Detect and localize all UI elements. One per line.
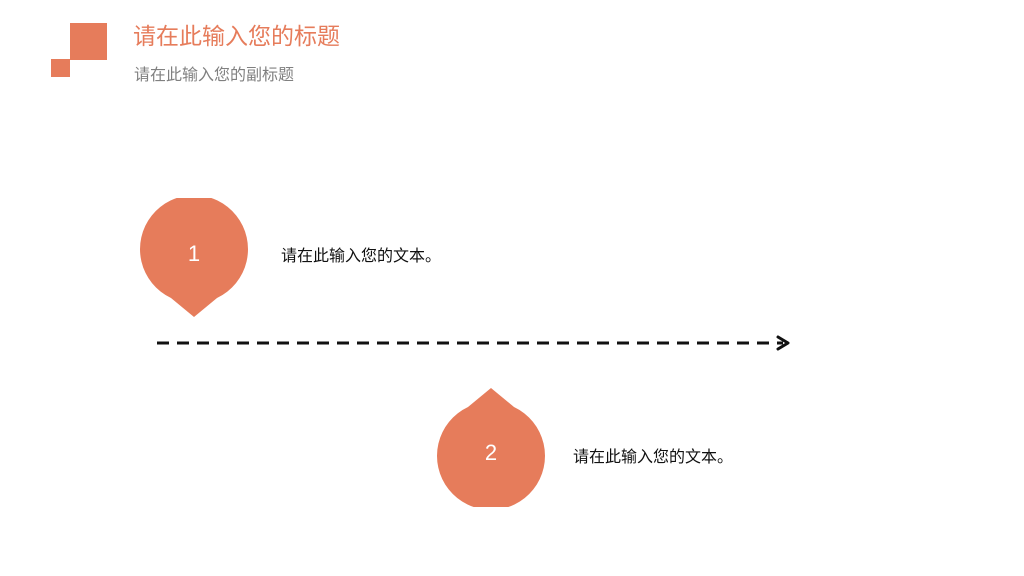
slide-subtitle[interactable]: 请在此输入您的副标题 <box>134 65 295 84</box>
step-1-text[interactable]: 请在此输入您的文本。 <box>281 246 442 265</box>
logo-square-large <box>70 23 107 60</box>
slide-title[interactable]: 请在此输入您的标题 <box>133 24 340 50</box>
step-1-drop-shape <box>140 198 248 317</box>
timeline-arrow <box>157 335 790 351</box>
step-2-number: 2 <box>484 440 498 465</box>
step-2-text[interactable]: 请在此输入您的文本。 <box>573 447 734 466</box>
step-1-number: 1 <box>187 241 201 266</box>
logo-square-small <box>51 59 70 77</box>
step-2-drop-shape <box>437 388 545 507</box>
